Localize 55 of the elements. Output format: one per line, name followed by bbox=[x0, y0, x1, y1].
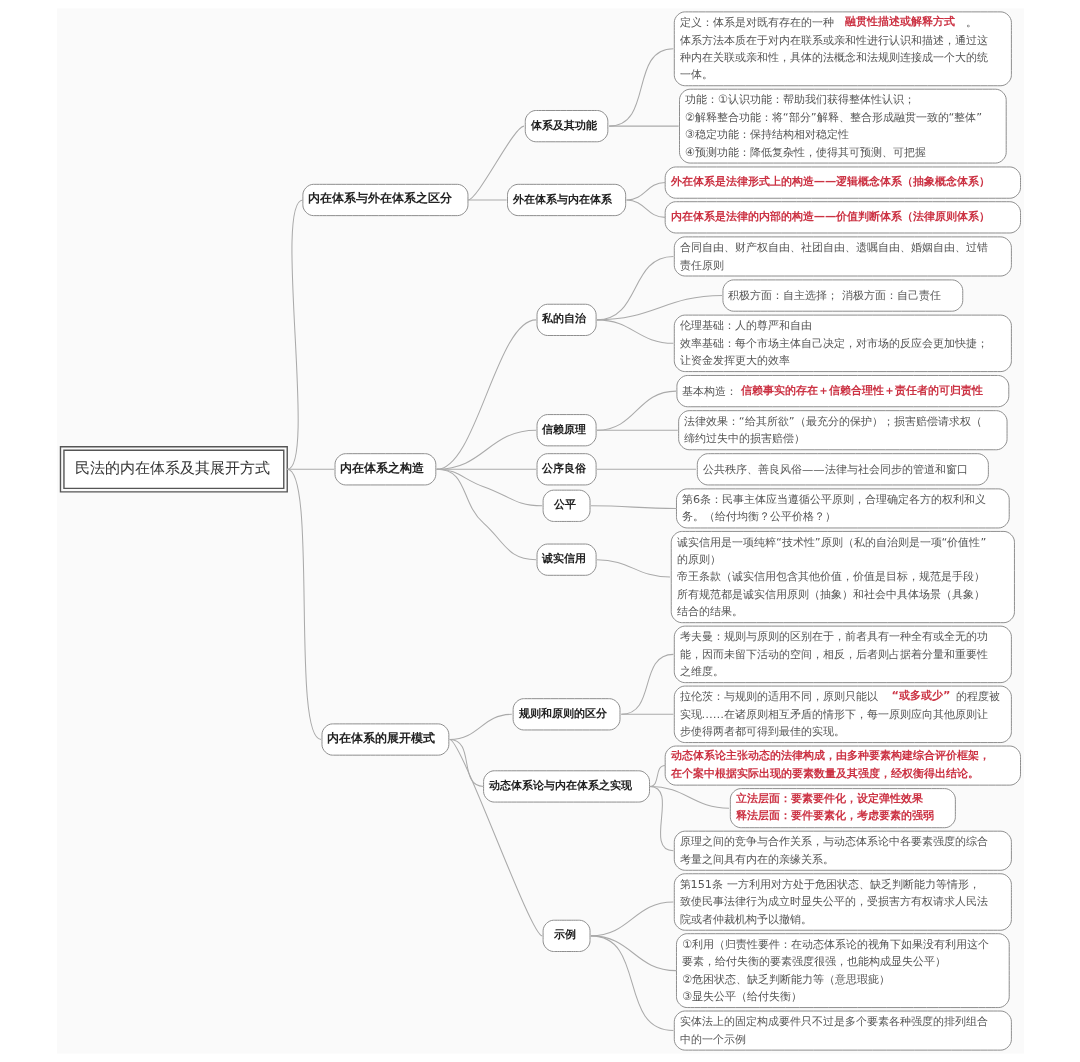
node-box: 示例 bbox=[542, 919, 590, 952]
node-box: 伦理基础：人的尊严和自由 效率基础：每个市场主体自己决定，对市场的反应会更加快捷；让资金发挥更大的效率 bbox=[673, 314, 1012, 373]
connector bbox=[448, 739, 484, 787]
node-box: 内在体系是法律的内部的构造——价值判断体系（法律原则体系） bbox=[664, 201, 1021, 234]
node-box: 动态体系论与内在体系之实现 bbox=[482, 770, 650, 803]
connector bbox=[595, 468, 697, 470]
connector bbox=[595, 429, 678, 431]
connector bbox=[589, 505, 677, 509]
connector bbox=[608, 125, 679, 127]
connector bbox=[435, 468, 537, 561]
node-box: 原理之间的竞争与合作关系，与动态体系论中各要素强度的综合考量之间具有内在的亲缘关系。 bbox=[673, 830, 1012, 871]
node-box: 公序良俗 bbox=[536, 453, 597, 486]
node-box: 第6条：民事主体应当遵循公平原则，合理确定各方的权利和义务。（给付均衡？公平价格？） bbox=[675, 488, 1010, 529]
node-box: 内在体系与外在体系之区分 bbox=[301, 183, 468, 217]
node-box: 拉伦茨：与规则的适用不同，原则只能以“或多或少”的程度被实现……在诸原则相互矛盾的情形下，每一原则应向其他原则让步使得两者都可得到最佳的实现。 bbox=[673, 685, 1012, 744]
node-box: 规则和原则的区分 bbox=[512, 698, 620, 731]
connector bbox=[286, 199, 303, 470]
node-box: 外在体系与内在体系 bbox=[506, 183, 626, 217]
node-box: 信赖原理 bbox=[536, 414, 597, 447]
connector bbox=[620, 653, 674, 715]
connector bbox=[595, 559, 670, 578]
connector bbox=[286, 468, 322, 741]
node-box: 定义：体系是对既有存在的一种融贯性描述或解释方式。 体系方法本质在于对内在联系或亲和性进行认识和描述，通过这种内在关联或亲和性，具体的法概念和法规则连接成一个大的统一体。 bbox=[673, 11, 1012, 87]
node-box: 法律效果：“给其所欲”（最充分的保护）；损害赔偿请求权（缔约过失中的损害赔偿） bbox=[677, 410, 1008, 451]
connector bbox=[625, 182, 666, 201]
connector bbox=[435, 319, 537, 470]
node-box: 考夫曼：规则与原则的区别在于，前者具有一种全有或全无的功能，因而未留下活动的空间，相反，后者则占据着分量和重要性之维度。 bbox=[673, 625, 1012, 684]
node-box: 基本构造：信赖事实的存在＋信赖合理性＋责任者的可归责性 bbox=[675, 375, 1009, 408]
connector bbox=[595, 390, 677, 431]
node-box: 实体法上的固定构成要件只不过是多个要素各种强度的排列组合中的一个示例 bbox=[673, 1010, 1012, 1051]
node-box: 诚实信用是一项纯粹“技术性”原则（私的自治则是一项“价值性”的原则） 帝王条款（诚实信用包含其他价值，价值是目标，规范是手段） 所有规范都是诚实信用原则（抽象）和社会中具体场景（具象）结合的结果。 bbox=[670, 530, 1015, 624]
node-box: 诚实信用 bbox=[536, 543, 597, 576]
connector bbox=[466, 125, 524, 201]
node-box: 体系及其功能 bbox=[524, 110, 608, 143]
connector bbox=[648, 785, 674, 852]
node-box: 积极方面：自主选择； 消极方面：自己责任 bbox=[721, 279, 963, 312]
node-box: 内在体系之构造 bbox=[334, 453, 436, 486]
node-box: 私的自治 bbox=[536, 303, 597, 336]
connector bbox=[448, 739, 543, 937]
node-box: 内在体系的展开模式 bbox=[321, 723, 449, 756]
connector bbox=[648, 765, 666, 787]
connector bbox=[466, 199, 507, 201]
node-box: 功能：①认识功能：帮助我们获得整体性认识； ②解释整合功能：将“部分”解释、整合形成融贯一致的“整体” ③稳定功能：保持结构相对稳定性 ④预测功能：降低复杂性，使得其可预测、可把握 bbox=[678, 88, 1007, 164]
node-box: 外在体系是法律形式上的构造——逻辑概念体系（抽象概念体系） bbox=[664, 166, 1021, 199]
node-box: 公共秩序、善良风俗——法律与社会同步的管道和窗口 bbox=[696, 453, 989, 486]
node-box: 动态体系论主张动态的法律构成，由多种要素构建综合评价框架，在个案中根据实际出现的要素数量及其强度，经权衡得出结论。 bbox=[664, 745, 1021, 786]
node-box: ①利用（归责性要件：在动态体系论的视角下如果没有利用这个要素，给付失衡的要素强度很强，也能构成显失公平） ②危困状态、缺乏判断能力等（意思瑕疵） ③显失公平（给付失衡） bbox=[675, 933, 1010, 1009]
connector bbox=[620, 713, 674, 715]
node-box: 第151条 一方利用对方处于危困状态、缺乏判断能力等情形，致使民事法律行为成立时显失公平的，受损害方有权请求人民法院或者仲裁机构予以撤销。 bbox=[673, 873, 1012, 931]
connector bbox=[595, 319, 674, 344]
connector bbox=[589, 935, 674, 1032]
node-box: 公平 bbox=[542, 489, 590, 522]
connector bbox=[625, 199, 666, 218]
node-box: 立法层面：要素要件化，设定弹性效果 释法层面：要件要素化，考虑要素的强弱 bbox=[729, 788, 956, 829]
node-box: 合同自由、财产权自由、社团自由、遗嘱自由、婚姻自由、过错责任原则 bbox=[673, 236, 1012, 277]
